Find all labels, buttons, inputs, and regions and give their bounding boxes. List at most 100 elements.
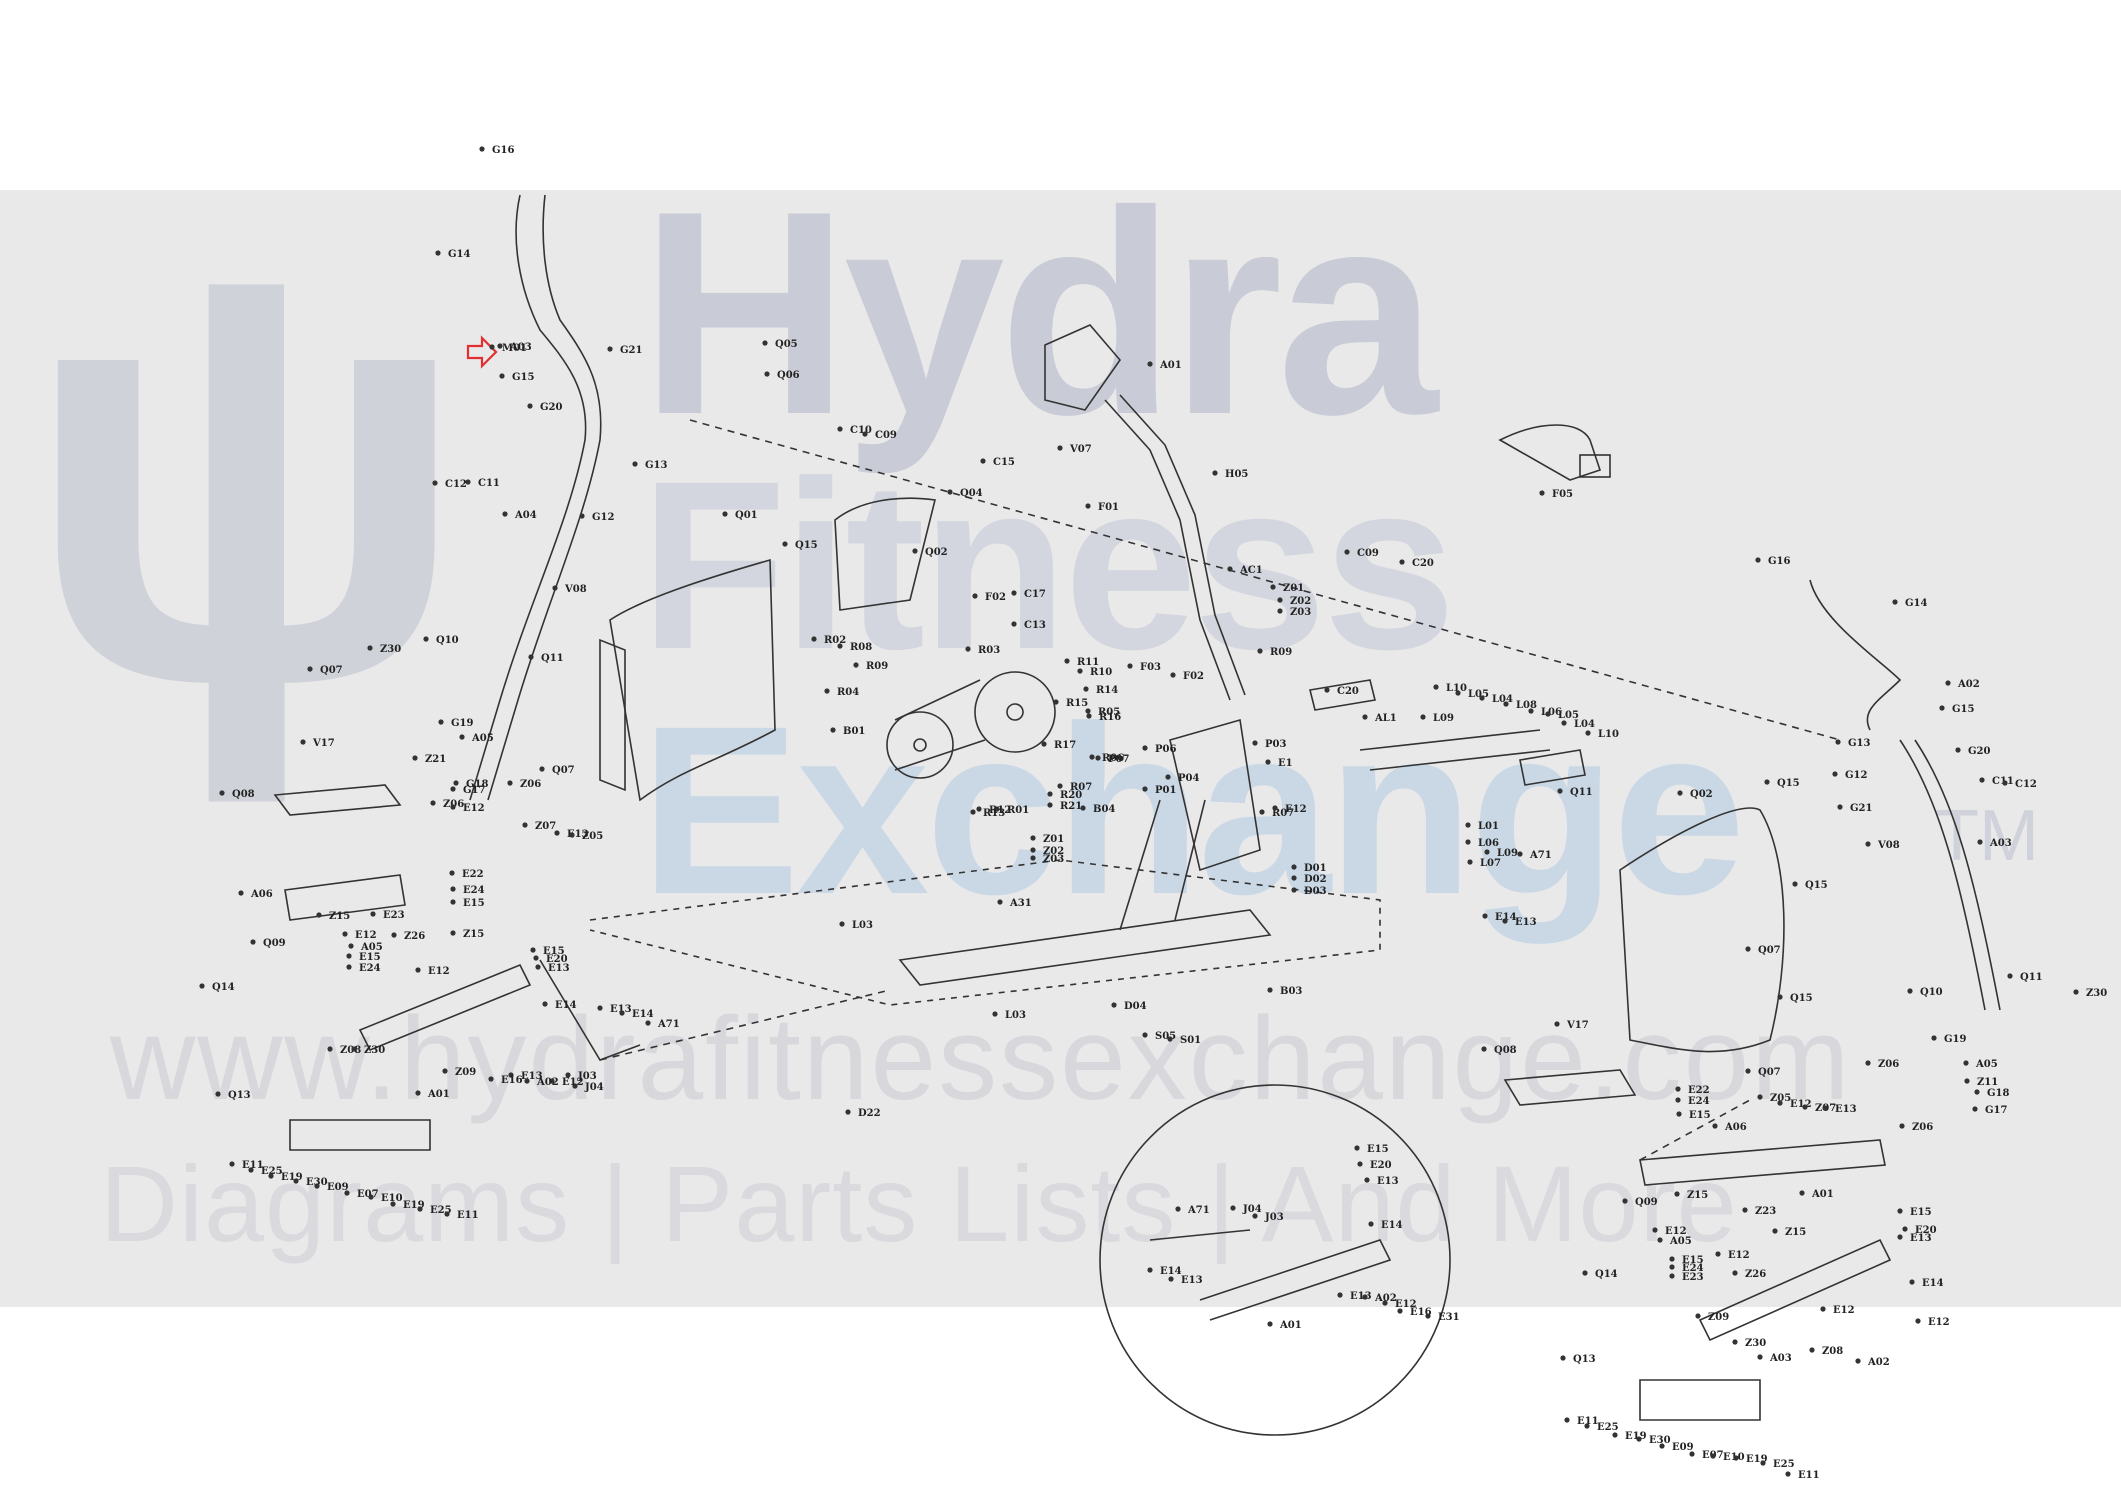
watermark-brand-exchange: Exchange [640, 676, 1746, 944]
part-label-dot [502, 511, 508, 517]
part-label-f02: F02 [985, 592, 1006, 603]
part-label-e19: E19 [1625, 1431, 1647, 1442]
part-label-j03: J03 [1264, 1212, 1284, 1223]
part-label-z06: Z06 [1878, 1059, 1899, 1070]
part-label-dot [390, 1201, 396, 1207]
part-label-e20: E20 [1370, 1160, 1392, 1171]
part-label-d03: D03 [1304, 886, 1327, 897]
part-label-ac1: AC1 [1239, 565, 1263, 576]
part-label-dot [344, 1190, 350, 1196]
part-label-d22: D22 [858, 1108, 881, 1119]
part-label-dot [992, 1011, 998, 1017]
part-label-dot [912, 548, 918, 554]
part-label-dot [1792, 881, 1798, 887]
part-label-f01: F01 [1098, 502, 1119, 513]
part-label-dot [539, 766, 545, 772]
part-label-dot [533, 955, 539, 961]
part-label-dot [1277, 597, 1283, 603]
part-label-dot [1897, 1208, 1903, 1214]
part-label-dot [1785, 1471, 1791, 1477]
part-label-dot [1545, 711, 1551, 717]
right-arm-lower [1899, 739, 1986, 1011]
part-label-dot [391, 932, 397, 938]
part-label-l05: L05 [1558, 710, 1579, 721]
part-label-e13: E13 [1377, 1176, 1399, 1187]
part-label-r21: R21 [1060, 801, 1082, 812]
part-label-e12: E12 [1790, 1099, 1812, 1110]
part-label-e12: E12 [562, 1077, 584, 1088]
part-label-dot [1892, 599, 1898, 605]
part-label-e11: E11 [242, 1160, 264, 1171]
part-label-a05: A05 [360, 942, 383, 953]
part-label-m01: M01 [502, 343, 527, 354]
part-label-r03: R03 [978, 645, 1000, 656]
main-frame-base [898, 909, 1272, 986]
part-label-z02: Z02 [1043, 846, 1064, 857]
part-label-dot [1689, 1451, 1695, 1457]
part-label-e12: E12 [1665, 1226, 1687, 1237]
part-label-dot [1267, 987, 1273, 993]
part-label-e12: E12 [428, 966, 450, 977]
part-label-dot [1745, 946, 1751, 952]
dashed-leader-mid [599, 989, 891, 1061]
part-label-dot [1636, 1436, 1642, 1442]
part-label-dot [1085, 503, 1091, 509]
part-label-dot [250, 939, 256, 945]
part-label-dot [1710, 1453, 1716, 1459]
part-label-g21: G21 [620, 345, 642, 356]
part-label-g19: G19 [451, 718, 473, 729]
part-label-dot [830, 727, 836, 733]
part-label-dot [1354, 1145, 1360, 1151]
part-label-a02: A02 [1867, 1357, 1890, 1368]
part-label-z03: Z03 [1290, 607, 1311, 618]
part-label-g16: G16 [492, 145, 514, 156]
part-label-q15: Q15 [795, 540, 818, 551]
part-label-dot [1612, 1432, 1618, 1438]
part-label-c20: C20 [1412, 558, 1434, 569]
part-label-q15: Q15 [1805, 880, 1828, 891]
part-label-dot [1972, 1106, 1978, 1112]
part-label-q02: Q02 [1690, 789, 1713, 800]
part-label-a03: A03 [509, 342, 532, 353]
part-label-dot [1865, 841, 1871, 847]
part-label-e14: E14 [1495, 912, 1517, 923]
part-label-dot [450, 930, 456, 936]
part-label-g15: G15 [512, 372, 534, 383]
left-hardware-bracket [289, 1119, 431, 1151]
drive-pulley [886, 711, 954, 779]
part-label-g14: G14 [1905, 598, 1927, 609]
part-label-dot [1945, 680, 1951, 686]
part-label-dot [229, 1161, 235, 1167]
part-label-dot [1907, 988, 1913, 994]
part-label-dot [1964, 1078, 1970, 1084]
part-label-dot [1712, 1123, 1718, 1129]
part-label-dot [1433, 684, 1439, 690]
part-label-q01: Q01 [735, 510, 758, 521]
part-label-dot [1955, 747, 1961, 753]
part-label-dot [1764, 779, 1770, 785]
part-label-dot [1127, 663, 1133, 669]
part-label-e15: E15 [543, 946, 565, 957]
part-label-dot [1674, 1191, 1680, 1197]
part-label-q09: Q09 [263, 938, 286, 949]
detail-callout-circle [1099, 1084, 1451, 1436]
part-label-r07: R07 [1070, 782, 1092, 793]
part-label-dot [1397, 1308, 1403, 1314]
part-label-l01: L01 [1478, 821, 1499, 832]
part-label-a31: A31 [1009, 898, 1032, 909]
part-label-e22: E22 [462, 869, 484, 880]
part-label-dot [1267, 1321, 1273, 1327]
part-label-e14: E14 [1922, 1278, 1944, 1289]
part-label-dot [1939, 705, 1945, 711]
part-label-e20: E20 [546, 954, 568, 965]
part-label-e24: E24 [1682, 1263, 1704, 1274]
right-pedal [1503, 1069, 1637, 1106]
part-label-dot [1822, 1105, 1828, 1111]
part-label-dot [1802, 1104, 1808, 1110]
part-label-dot [1030, 855, 1036, 861]
part-label-r02: R02 [824, 635, 846, 646]
part-label-e24: E24 [1688, 1096, 1710, 1107]
right-side-cover [1619, 807, 1785, 1053]
part-label-dot [1902, 1226, 1908, 1232]
part-label-g12: G12 [592, 512, 614, 523]
